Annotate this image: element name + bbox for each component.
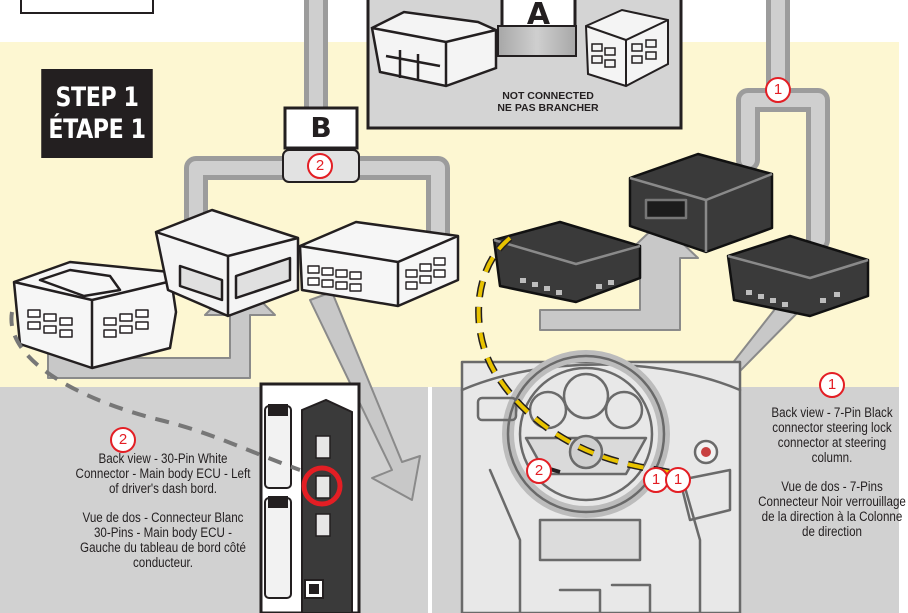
not-connected-box — [366, 0, 683, 130]
dashboard-panel — [460, 350, 742, 613]
marker-1-harness: 1 — [773, 81, 783, 98]
panel-divider — [428, 387, 432, 613]
callout-right-fr: Vue de dos - 7-Pins Connecteur Noir verr… — [758, 479, 906, 539]
callout-left-fr: Vue de dos - Connecteur Blanc 30-Pins - … — [80, 510, 246, 570]
connector-black-right — [726, 234, 870, 318]
marker-2-box-b: 2 — [315, 157, 325, 174]
callout-right: Back view - 7-Pin Black connector steeri… — [756, 405, 907, 553]
callout-right-en-rest: Black connector steering lock connector … — [772, 405, 893, 465]
callout-left: Back view - 30-Pin White Connector - Mai… — [74, 451, 251, 584]
step-label: STEP 1 ÉTAPE 1 — [41, 69, 153, 158]
label-b: B — [310, 111, 332, 144]
route-7pin — [476, 236, 679, 476]
marker-2-left: 2 — [118, 431, 128, 448]
marker-circles — [110, 77, 845, 493]
callout-right-en-prefix: Back view - 7-Pin — [771, 405, 862, 420]
marker-2-dash: 2 — [534, 462, 544, 479]
connector-white-housing — [154, 208, 300, 318]
not-connected-fr: NE PAS BRANCHER — [497, 102, 599, 114]
ecu-panel — [259, 382, 361, 613]
connector-white-multipin — [298, 220, 460, 308]
callout-right-en: Back view - 7-Pin Black connector steeri… — [756, 405, 907, 465]
marker-1-callout: 1 — [827, 376, 837, 393]
label-a: A — [526, 0, 551, 32]
not-connected-en: NOT CONNECTED — [502, 90, 594, 102]
callout-left-en: Back view - 30-Pin White Connector - Mai… — [75, 451, 251, 496]
connector-a-multipin — [584, 8, 669, 88]
not-connected-label: NOT CONNECTED NE PAS BRANCHER — [468, 90, 628, 114]
top-left-frame — [20, 0, 154, 14]
marker-1-dash-a: 1 — [651, 471, 661, 488]
connector-black-mid — [628, 152, 774, 254]
arrow-to-ecu — [309, 291, 421, 501]
connector-30pin-left — [12, 260, 178, 370]
step-label-en: STEP 1 — [55, 81, 139, 113]
route-30pin — [9, 311, 301, 472]
connector-a-white — [370, 10, 498, 88]
marker-1-dash-b: 1 — [673, 471, 683, 488]
connector-black-left — [492, 220, 642, 304]
step-label-fr: ÉTAPE 1 — [48, 113, 146, 145]
